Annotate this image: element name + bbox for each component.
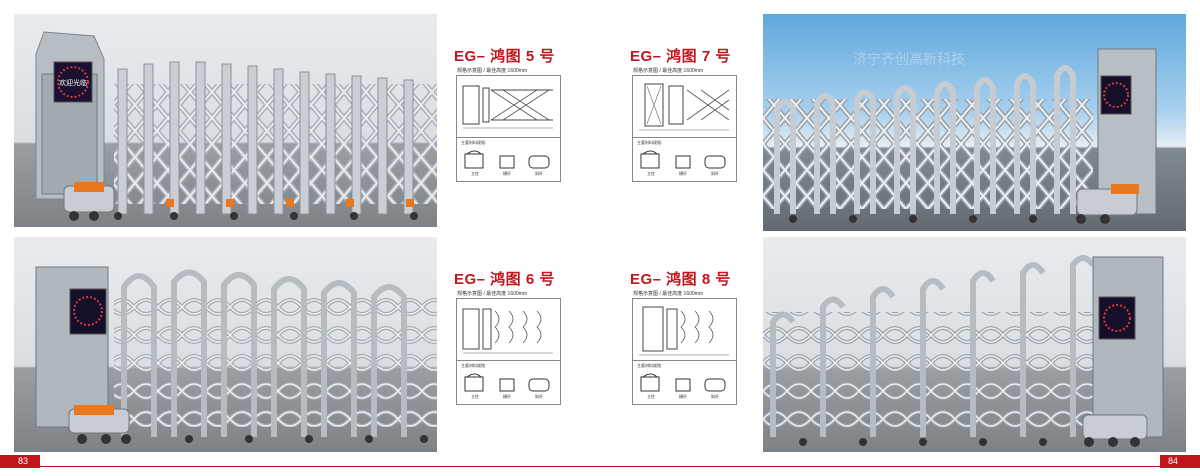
profile-label: 斜杆 (711, 394, 719, 399)
gate-illustration (763, 255, 1164, 447)
profile-label: 立柱 (647, 394, 655, 399)
gate-photo-model-6 (14, 237, 437, 452)
profile-label: 立柱 (647, 171, 655, 176)
footer-rule (600, 466, 1160, 467)
materials-label: 主要材料规格： (637, 140, 665, 145)
divider (633, 137, 736, 138)
spec-drawing: 主要材料规格： 立柱 横杆 斜杆 (632, 298, 737, 405)
profile-label: 斜杆 (535, 394, 543, 399)
gate-illustration: 济宁齐创高新科技 (763, 48, 1157, 224)
profile-label: 立柱 (471, 394, 479, 399)
gate-illustration: 欢迎光临 (35, 31, 437, 221)
watermark-text: 济宁齐创高新科技 (853, 51, 965, 68)
profile-label: 斜杆 (711, 171, 719, 176)
divider (457, 360, 560, 361)
spec-drawing: 主要材料规格： 立柱 横杆 斜杆 (632, 75, 737, 182)
gate-photo-model-5: 欢迎光临 (14, 14, 437, 227)
model-title: EG– 鸿图 6 号 (454, 271, 555, 288)
profile-label: 立柱 (471, 171, 479, 176)
profile-label: 横杆 (503, 394, 511, 399)
page-number: 83 (18, 456, 29, 466)
materials-label: 主要材料规格： (461, 140, 489, 145)
model-subtitle: 规格示意图 / 最佳高度 1600mm (633, 68, 704, 74)
spec-drawing: 主要材料规格： 立柱 横杆 斜杆 (456, 298, 561, 405)
model-subtitle: 规格示意图 / 最佳高度 1600mm (457, 68, 528, 74)
materials-label: 主要材料规格： (461, 363, 489, 368)
page-number: 84 (1168, 456, 1179, 466)
footer-rule (40, 466, 600, 467)
gate-photo-model-8 (763, 237, 1186, 452)
model-subtitle: 规格示意图 / 最佳高度 1600mm (633, 291, 704, 297)
profile-label: 横杆 (679, 171, 687, 176)
profile-label: 斜杆 (535, 171, 543, 176)
gate-display-text: 欢迎光临 (59, 78, 87, 87)
page-number-badge: 83 (0, 455, 40, 468)
gate-photo-model-7: 济宁齐创高新科技 (763, 14, 1186, 231)
spec-drawing: 主要材料规格： 立柱 横杆 斜杆 (456, 75, 561, 182)
model-title: EG– 鸿图 8 号 (630, 271, 731, 288)
divider (457, 137, 560, 138)
divider (633, 360, 736, 361)
model-subtitle: 规格示意图 / 最佳高度 1600mm (457, 291, 528, 297)
model-title: EG– 鸿图 5 号 (454, 48, 555, 65)
profile-label: 横杆 (679, 394, 687, 399)
materials-label: 主要材料规格： (637, 363, 665, 368)
gate-illustration (35, 266, 437, 444)
model-title: EG– 鸿图 7 号 (630, 48, 731, 65)
page-number-badge: 84 (1160, 455, 1200, 468)
profile-label: 横杆 (503, 171, 511, 176)
